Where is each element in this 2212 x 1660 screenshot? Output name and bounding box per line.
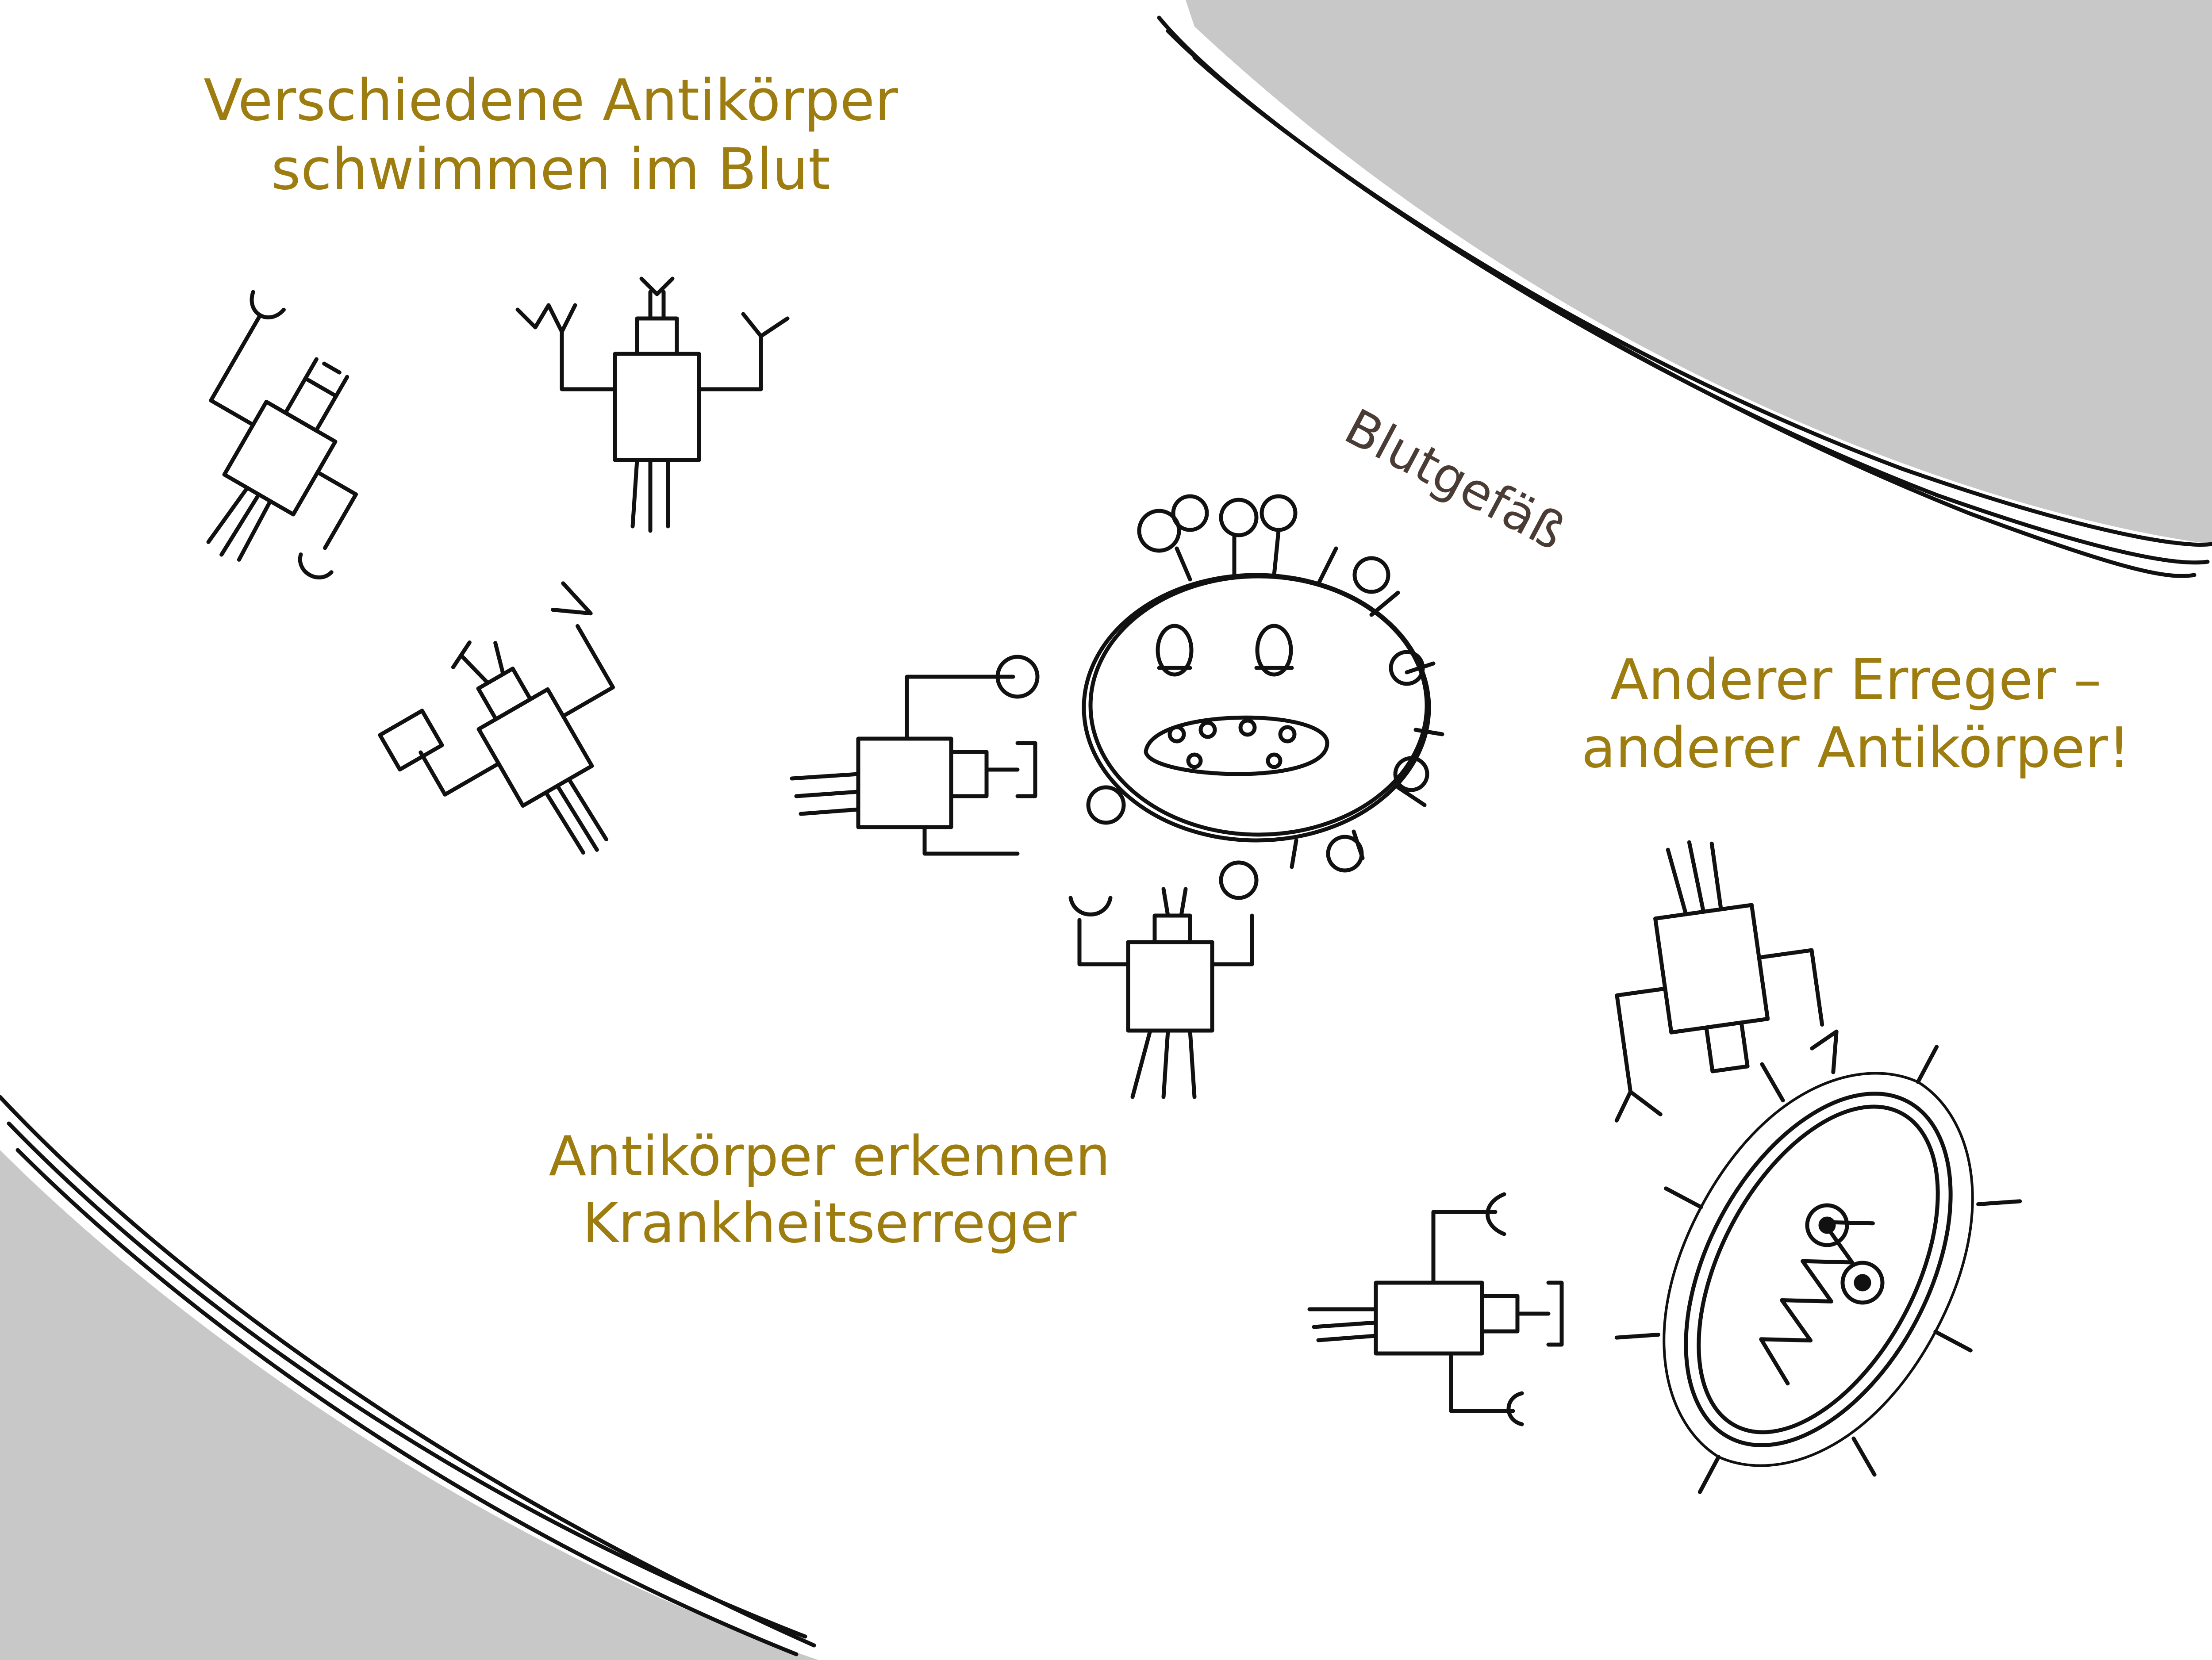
pathogen-oval (1614, 1045, 2022, 1494)
antibody-2 (515, 276, 790, 533)
label-other-pathogen-line2: anderer Antikörper! (1581, 715, 2131, 780)
label-antibodies-float-line2: schwimmen im Blut (271, 137, 830, 203)
vessel-wall-bottom (0, 1095, 818, 1660)
label-other-pathogen-line1: Anderer Erreger – (1610, 647, 2102, 712)
pathogen-eyes (1805, 1203, 1885, 1305)
label-antibodies-recognize-line2: Krankheitserreger (582, 1192, 1077, 1256)
label-antibodies-recognize-line1: Antikörper erkennen (549, 1125, 1110, 1188)
antibody-6 (1614, 840, 1839, 1123)
antibody-3 (378, 581, 615, 855)
label-antibodies-float-line1: Verschiedene Antikörper (204, 68, 898, 134)
label-antibodies-recognize: Antikörper erkennen Krankheitserreger (509, 1123, 1150, 1257)
antibody-4 (790, 675, 1037, 856)
antibody-5 (1068, 887, 1254, 1099)
virus-center (995, 494, 1444, 900)
vessel-wall-top (1157, 0, 2212, 578)
label-other-pathogen: Anderer Erreger – anderer Antikörper! (1535, 646, 2177, 782)
antibody-1 (206, 290, 358, 579)
label-antibodies-float: Verschiedene Antikörper schwimmen im Blu… (186, 66, 916, 204)
antibody-7 (1307, 1192, 1564, 1426)
